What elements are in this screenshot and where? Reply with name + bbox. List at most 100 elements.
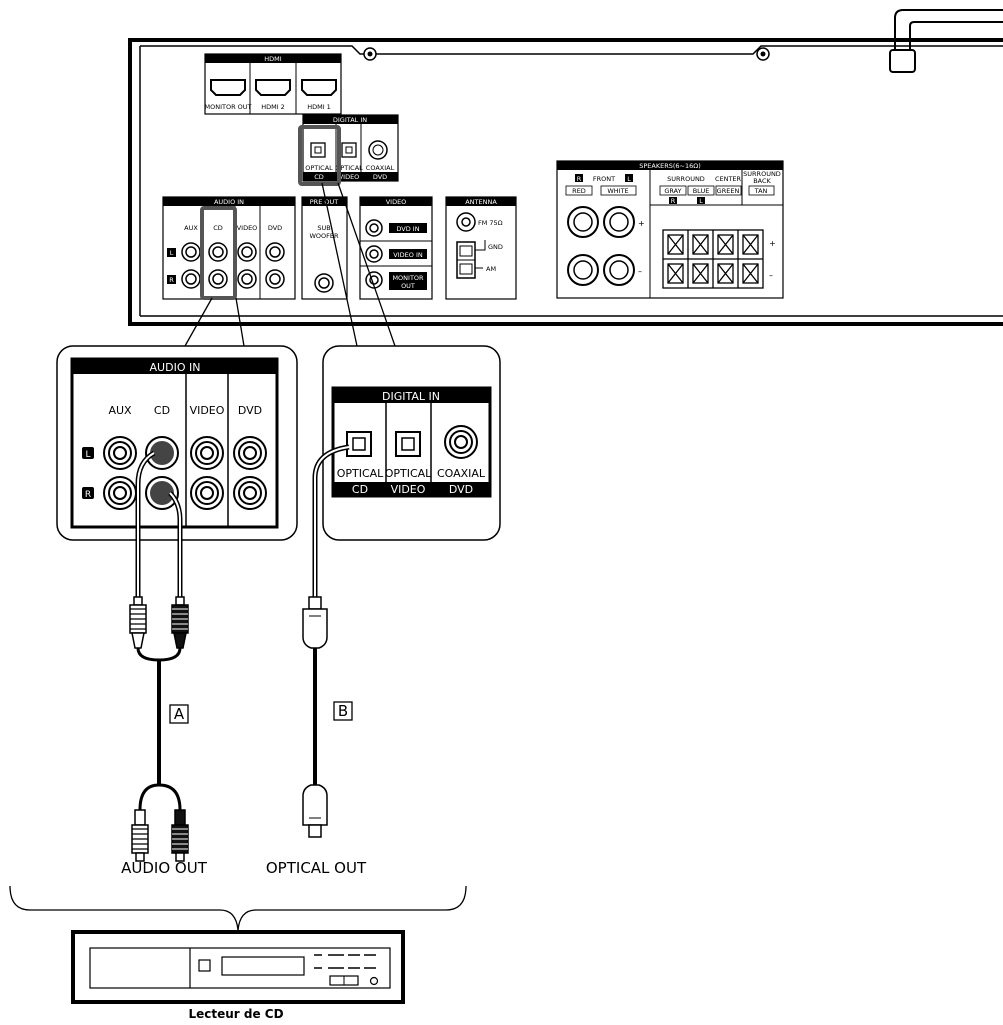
optical-jack-icon xyxy=(310,142,326,158)
hdmi-port-label: MONITOR OUT xyxy=(204,103,251,111)
cable-a-label: A xyxy=(174,705,185,723)
plus-label: + xyxy=(638,219,645,228)
video-label: DVD IN xyxy=(396,225,419,233)
antenna-title: ANTENNA xyxy=(465,198,497,206)
column-label: VIDEO xyxy=(237,224,258,232)
sub-label: SUB xyxy=(317,224,330,232)
rca-plug-icon xyxy=(171,596,189,649)
pre-out-title: PRE OUT xyxy=(310,198,338,206)
zoom-column-label: AUX xyxy=(108,404,132,417)
surround-back-label: SURROUND xyxy=(743,170,781,178)
optical-plug-icon xyxy=(302,596,328,649)
cd-player-icon xyxy=(71,930,405,1004)
jack-label: OPTICAL xyxy=(305,164,333,172)
column-label: CD xyxy=(213,224,223,232)
speakers-title: SPEAKERS(6~16Ω) xyxy=(639,162,701,170)
zoom-digital-in: DIGITAL IN OPTICAL OPTICAL COAXIAL CD VI… xyxy=(322,345,501,541)
channel-label: L xyxy=(699,197,703,205)
zoom-audio-in: AUDIO IN AUX CD VIDEO DVD L R xyxy=(56,345,298,541)
speakers-section: SPEAKERS(6~16Ω) R FRONT L RED WHITE + – … xyxy=(556,160,784,299)
center-label: CENTER xyxy=(715,175,742,183)
connected-plug-icon xyxy=(150,441,174,465)
video-label: MONITOR xyxy=(392,274,424,282)
color-label: TAN xyxy=(754,187,768,195)
color-label: BLUE xyxy=(693,187,710,195)
rca-jack-icon xyxy=(181,242,285,289)
zoom-jack-label: OPTICAL xyxy=(337,467,384,480)
color-label: GREEN xyxy=(717,187,740,195)
zoom-column-label: DVD xyxy=(238,404,262,417)
surround-back-label: BACK xyxy=(753,177,771,185)
video-label: VIDEO IN xyxy=(393,251,423,259)
source-label: VIDEO xyxy=(339,173,360,181)
hdmi-port-icon xyxy=(210,79,337,96)
device-caption: Lecteur de CD xyxy=(188,1007,283,1021)
zoom-source-label: CD xyxy=(352,483,368,496)
highlight-audio-cd xyxy=(200,206,237,300)
zoom-jack-label: COAXIAL xyxy=(437,467,486,480)
plus-label: + xyxy=(769,239,776,248)
front-label: FRONT xyxy=(593,175,615,183)
cable-b-label-box xyxy=(333,701,353,721)
audio-in-title: AUDIO IN xyxy=(214,198,244,206)
rca-plug-icon xyxy=(171,809,189,862)
cable-a-label-box xyxy=(169,704,189,724)
hdmi-port-label: HDMI 1 xyxy=(307,103,331,111)
brace xyxy=(9,885,467,931)
channel-label: R xyxy=(169,276,174,284)
cable-a: A xyxy=(129,450,189,862)
cable-b-label: B xyxy=(338,702,348,720)
am-label: AM xyxy=(486,265,496,273)
power-cord xyxy=(894,9,1003,70)
gnd-label: GND xyxy=(488,243,503,251)
optical-jack-icon xyxy=(341,142,357,158)
zoom-source-label: DVD xyxy=(449,483,473,496)
cable-b: B xyxy=(302,444,353,838)
zoom-digital-title: DIGITAL IN xyxy=(382,390,440,403)
hdmi-section: HDMI MONITOR OUT HDMI 2 HDMI 1 xyxy=(204,53,342,115)
push-terminal-icon xyxy=(662,229,764,289)
channel-label: R xyxy=(577,175,582,183)
speaker-post-icon xyxy=(567,206,635,286)
zoom-column-label: VIDEO xyxy=(190,404,225,417)
rca-plug-icon xyxy=(131,809,149,862)
zoom-row-label: R xyxy=(85,490,91,500)
optical-jack-icon xyxy=(346,431,372,457)
digital-in-title: DIGITAL IN xyxy=(333,116,367,124)
color-label: GRAY xyxy=(664,187,681,195)
hdmi-title: HDMI xyxy=(264,55,282,63)
antenna-section: ANTENNA FM 75Ω GND AM xyxy=(445,196,517,300)
rca-jack-icon xyxy=(365,219,383,289)
digital-in-section: DIGITAL IN OPTICAL OPTICAL COAXIAL CD VI… xyxy=(298,114,399,186)
video-label: OUT xyxy=(401,282,415,290)
channel-label: L xyxy=(170,249,174,257)
video-section: VIDEO DVD IN VIDEO IN MONITOR OUT xyxy=(359,196,433,300)
fm-label: FM 75Ω xyxy=(478,219,503,227)
video-title: VIDEO xyxy=(386,198,407,206)
hdmi-port-label: HDMI 2 xyxy=(261,103,285,111)
woofer-label: WOOFER xyxy=(309,232,339,240)
zoom-row-label: L xyxy=(85,450,90,460)
channel-label: L xyxy=(627,175,631,183)
source-label: DVD xyxy=(373,173,387,181)
zoom-column-label: CD xyxy=(154,404,170,417)
callout-pointers xyxy=(184,182,396,347)
coaxial-jack-icon xyxy=(444,425,478,459)
pre-out-section: PRE OUT SUB WOOFER xyxy=(301,196,348,300)
rca-plug-icon xyxy=(129,596,147,649)
minus-label: – xyxy=(638,267,642,276)
jack-label: OPTICAL xyxy=(335,164,363,172)
zoom-audio-title: AUDIO IN xyxy=(150,361,201,374)
fm-jack-icon xyxy=(456,212,476,232)
coaxial-jack-icon xyxy=(368,140,388,160)
audio-in-section: AUDIO IN AUX CD VIDEO DVD L R xyxy=(162,196,296,300)
optical-jack-icon xyxy=(395,431,421,457)
rca-jack-icon xyxy=(314,273,334,293)
zoom-source-label: VIDEO xyxy=(391,483,426,496)
minus-label: – xyxy=(769,271,773,280)
connected-plug-icon xyxy=(150,481,174,505)
rca-jack-icon xyxy=(103,436,267,510)
column-label: AUX xyxy=(184,224,198,232)
surround-label: SURROUND xyxy=(667,175,705,183)
